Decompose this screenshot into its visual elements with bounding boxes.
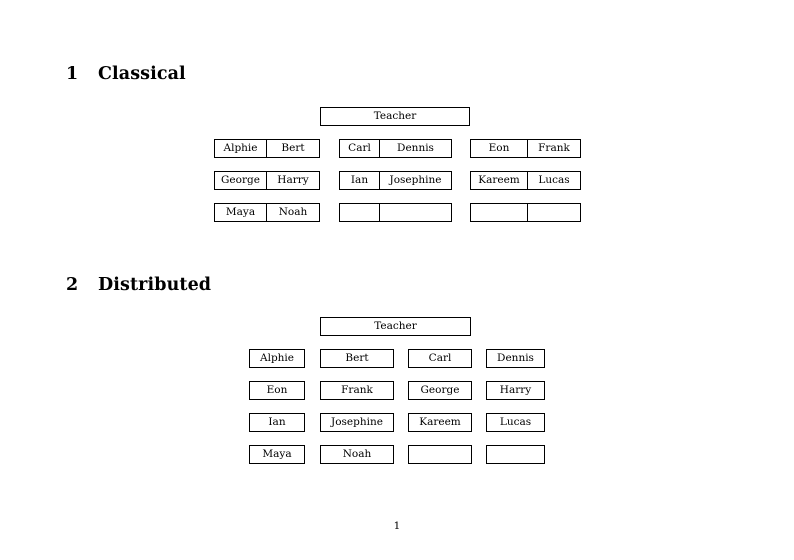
classical-pair-box: Carl Dennis	[339, 139, 452, 158]
classical-teacher-box: Teacher	[320, 107, 470, 126]
classical-cell-empty	[471, 204, 528, 221]
distributed-cell: Alphie	[249, 349, 305, 368]
distributed-cell: Noah	[320, 445, 394, 464]
classical-pair-box-empty	[470, 203, 581, 222]
classical-pair-box-empty	[339, 203, 452, 222]
classical-cell: Carl	[340, 140, 380, 157]
classical-cell: Bert	[281, 142, 305, 154]
classical-cell: Dennis	[397, 142, 434, 154]
distributed-cell: Eon	[249, 381, 305, 400]
classical-cell: Harry	[277, 174, 309, 186]
distributed-cell: Ian	[249, 413, 305, 432]
classical-pair-box: George Harry	[214, 171, 320, 190]
distributed-cell: Harry	[486, 381, 545, 400]
classical-cell: Alphie	[215, 140, 267, 157]
distributed-cell: Kareem	[408, 413, 472, 432]
section-number: 2	[66, 275, 79, 295]
section-number: 1	[66, 64, 79, 84]
distributed-cell: Dennis	[486, 349, 545, 368]
classical-cell: Eon	[471, 140, 528, 157]
distributed-cell-empty	[408, 445, 472, 464]
section-title: Distributed	[98, 275, 212, 295]
classical-cell: Lucas	[538, 174, 570, 186]
distributed-cell: George	[408, 381, 472, 400]
classical-cell-empty	[528, 204, 580, 221]
classical-pair-box: Kareem Lucas	[470, 171, 581, 190]
classical-cell: Frank	[538, 142, 570, 154]
classical-pair-box: Alphie Bert	[214, 139, 320, 158]
classical-cell: Josephine	[389, 174, 442, 186]
section-title: Classical	[98, 64, 186, 84]
section-heading-distributed: 2 Distributed	[66, 275, 212, 295]
distributed-cell: Frank	[320, 381, 394, 400]
distributed-cell: Lucas	[486, 413, 545, 432]
distributed-cell: Bert	[320, 349, 394, 368]
section-heading-classical: 1 Classical	[66, 64, 186, 84]
classical-cell: Ian	[340, 172, 380, 189]
distributed-cell: Carl	[408, 349, 472, 368]
distributed-cell: Maya	[249, 445, 305, 464]
classical-cell: Maya	[215, 204, 267, 221]
classical-cell-empty	[380, 204, 451, 221]
classical-cell: George	[215, 172, 267, 189]
classical-cell: Noah	[278, 206, 308, 218]
classical-cell-empty	[340, 204, 380, 221]
page-number: 1	[393, 520, 401, 532]
distributed-cell-empty	[486, 445, 545, 464]
classical-cell: Kareem	[471, 172, 528, 189]
distributed-teacher-box: Teacher	[320, 317, 471, 336]
classical-pair-box: Eon Frank	[470, 139, 581, 158]
classical-pair-box: Maya Noah	[214, 203, 320, 222]
distributed-cell: Josephine	[320, 413, 394, 432]
classical-pair-box: Ian Josephine	[339, 171, 452, 190]
